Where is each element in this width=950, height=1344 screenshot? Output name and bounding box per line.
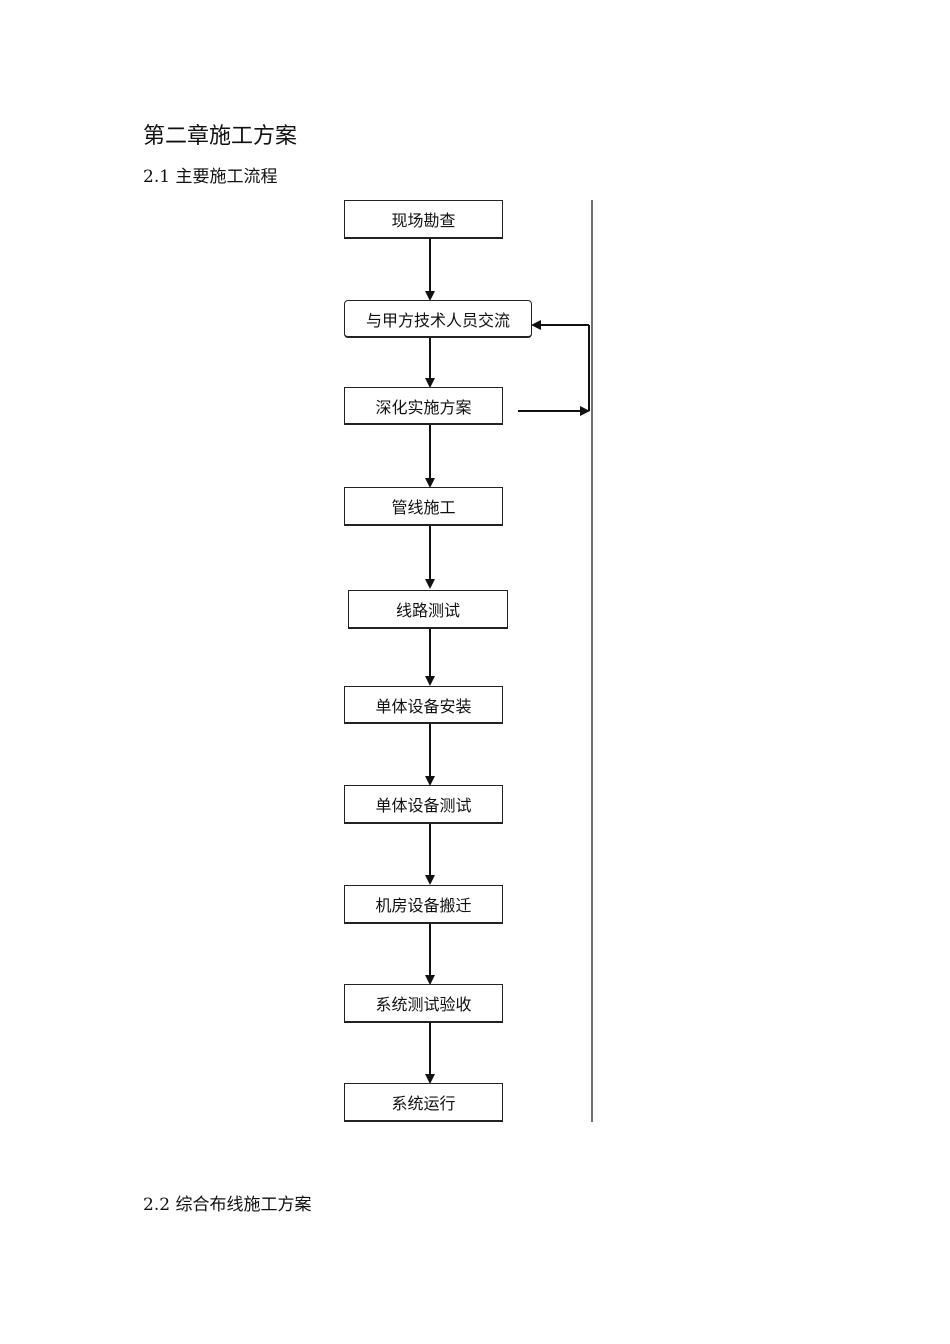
- step-system-operation: 系统运行: [344, 1083, 503, 1122]
- step-line-test: 线路测试: [348, 590, 508, 629]
- step-unit-test: 单体设备测试: [344, 785, 503, 824]
- section-title-process: 2.1 主要施工流程: [143, 167, 278, 187]
- chapter-title: 第二章施工方案: [143, 124, 298, 149]
- step-detailed-plan: 深化实施方案: [344, 387, 503, 425]
- step-site-survey: 现场勘查: [344, 200, 503, 239]
- step-client-communication: 与甲方技术人员交流: [344, 300, 532, 338]
- step-room-relocation: 机房设备搬迁: [344, 885, 503, 924]
- step-pipeline-construction: 管线施工: [344, 487, 503, 526]
- step-system-acceptance: 系统测试验收: [344, 984, 503, 1023]
- step-unit-install: 单体设备安装: [344, 686, 503, 724]
- section-title-cabling: 2.2 综合布线施工方案: [143, 1195, 312, 1215]
